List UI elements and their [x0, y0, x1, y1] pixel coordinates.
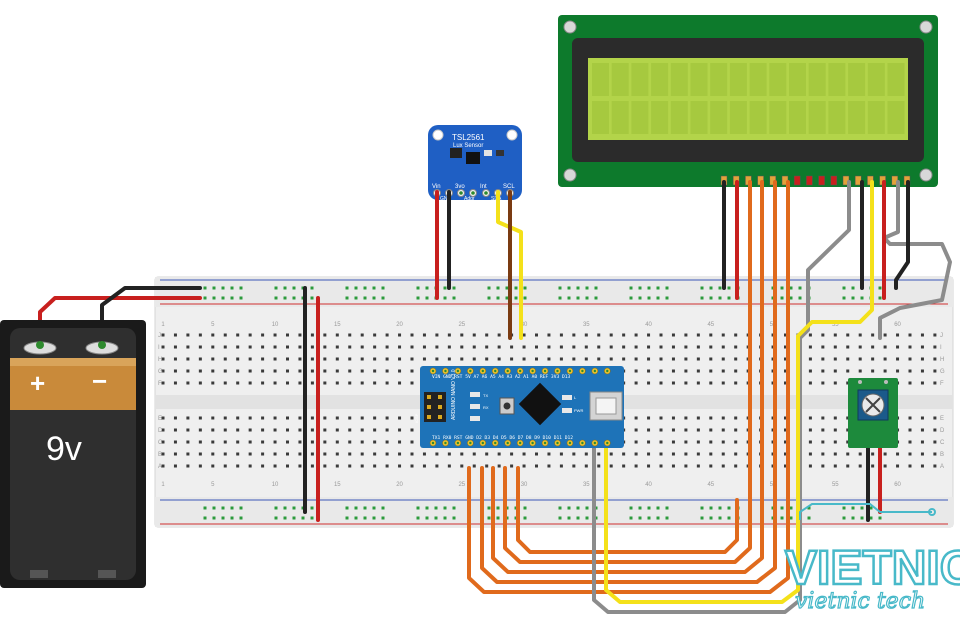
row-letter: F	[940, 381, 944, 387]
wire-lcd-d4	[503, 180, 752, 564]
row-letter: B	[158, 452, 162, 458]
battery-9v: + − 9v	[0, 320, 146, 588]
column-number: 55	[832, 322, 839, 328]
watermark-tagline: vietnic tech	[795, 589, 925, 614]
row-letter: I	[158, 345, 160, 351]
column-number: 15	[334, 322, 341, 328]
lcd-character-grid	[592, 63, 905, 134]
arduino-pwr-led-label: PWR	[574, 408, 583, 413]
watermark-brand: VIETNIC	[785, 542, 960, 595]
battery-plus-label: +	[30, 368, 45, 398]
arduino-icsp-label: ICSP	[414, 413, 419, 423]
arduino-top-pin-labels: VIN GND RST 5V A7 A6 A5 A4 A3 A2 A1 A0 R…	[432, 374, 571, 380]
row-letter: H	[158, 357, 162, 363]
sensor-pin-addr: Addr	[464, 196, 475, 202]
battery-voltage-label: 9v	[46, 430, 82, 468]
arduino-tx-label: TX	[483, 393, 488, 398]
tsl2561-lux-sensor: TSL2561 Lux Sensor Vin 3vo Int SCL GND A…	[428, 125, 522, 202]
lcd-16x2-display	[558, 15, 938, 187]
column-number: 40	[645, 482, 652, 488]
row-letter: G	[158, 369, 163, 375]
wire-lcd-vo	[604, 180, 874, 604]
sensor-pin-int: Int	[480, 184, 487, 190]
column-number: 20	[396, 322, 403, 328]
wire-lcd-k	[894, 180, 910, 290]
wire-lcd-d6	[480, 180, 777, 584]
column-number: 30	[521, 482, 528, 488]
column-number: 45	[707, 322, 714, 328]
row-letter: C	[940, 440, 945, 446]
sensor-chip-label: TSL2561	[452, 133, 485, 142]
wire-lcd-d7	[467, 180, 790, 594]
row-letter: E	[158, 416, 162, 422]
column-number: 30	[521, 322, 528, 328]
sensor-pin-vin: Vin	[432, 184, 441, 190]
column-number: 5	[211, 322, 215, 328]
column-number: 40	[645, 322, 652, 328]
wire-lcd-rs	[516, 466, 739, 554]
wire-pot-loop	[878, 180, 952, 340]
column-number: 15	[334, 482, 341, 488]
column-number: 10	[272, 322, 279, 328]
sensor-pin-3vo: 3vo	[455, 184, 465, 190]
row-letter: F	[158, 381, 162, 387]
row-letter: J	[940, 333, 943, 339]
battery-minus-label: −	[92, 366, 107, 396]
row-letter: H	[940, 357, 944, 363]
column-number: 35	[583, 322, 590, 328]
sensor-pin-gnd: GND	[440, 196, 452, 202]
potentiometer	[848, 378, 898, 448]
row-letter: G	[940, 369, 945, 375]
column-number: 55	[832, 482, 839, 488]
sensor-title-label: Lux Sensor	[453, 143, 483, 149]
row-letter: J	[158, 333, 161, 339]
arduino-rx-label: RX	[483, 405, 489, 410]
column-number: 20	[396, 482, 403, 488]
row-letter: D	[158, 428, 163, 434]
column-number: 25	[458, 322, 465, 328]
arduino-pin-headers	[429, 367, 611, 447]
column-number: 10	[272, 482, 279, 488]
row-letter: E	[940, 416, 944, 422]
row-letter: C	[158, 440, 163, 446]
sensor-pin-scl: SCL	[503, 184, 515, 190]
column-number: 25	[458, 482, 465, 488]
row-letter: A	[158, 464, 162, 470]
column-number: 45	[707, 482, 714, 488]
column-number: 1	[161, 482, 165, 488]
column-number: 60	[894, 322, 901, 328]
breadboard: 1155101015152020252530303535404045455050…	[154, 276, 954, 528]
column-number: 35	[583, 482, 590, 488]
column-number: 5	[211, 482, 215, 488]
arduino-name-label: ARDUINO NANO V3.0	[451, 369, 457, 420]
wire-lcd-d5	[491, 180, 764, 574]
vietnic-watermark: VIETNIC vietnic tech	[784, 503, 960, 615]
column-number: 60	[894, 482, 901, 488]
row-letter: B	[940, 452, 944, 458]
column-number: 1	[161, 322, 165, 328]
row-letter: A	[940, 464, 944, 470]
arduino-bottom-pin-labels: TX1 RX0 RST GND D2 D3 D4 D5 D6 D7 D8 D9 …	[432, 435, 573, 441]
arduino-nano-board: VIN GND RST 5V A7 A6 A5 A4 A3 A2 A1 A0 R…	[414, 366, 624, 448]
row-letter: D	[940, 428, 945, 434]
row-letter: I	[940, 345, 942, 351]
arduino-l-led-label: L	[574, 395, 577, 400]
